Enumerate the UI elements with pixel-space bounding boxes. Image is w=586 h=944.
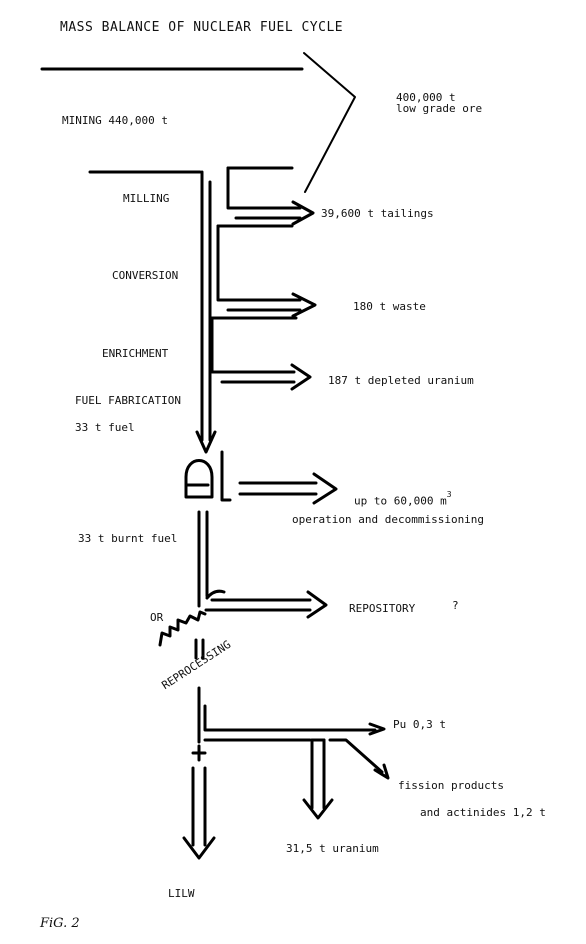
- fuel-fabrication-label: FUEL FABRICATION: [75, 394, 181, 407]
- reactor-waste-amount-text: up to 60,000 m: [354, 494, 447, 508]
- conversion-label: CONVERSION: [112, 269, 179, 282]
- diagram-title: MASS BALANCE OF NUCLEAR FUEL CYCLE: [60, 20, 344, 35]
- repository-question-mark: ?: [452, 599, 459, 612]
- ore-label: low grade ore: [396, 102, 483, 115]
- reprocessing-stub: [194, 638, 205, 660]
- tailings-arrow: [226, 166, 315, 226]
- burnt-fuel-line: [197, 510, 209, 608]
- ore-amount: 400,000 t: [396, 91, 456, 104]
- reactor-waste-exponent: 3: [446, 490, 452, 499]
- uranium-label: 31,5 t uranium: [286, 842, 379, 855]
- tailings-label: 39,600 t tailings: [321, 207, 434, 220]
- lilw-arrow: [182, 744, 216, 860]
- pu-label: Pu 0,3 t: [393, 718, 446, 731]
- reactor-symbol: [184, 450, 232, 502]
- milling-label: MILLING: [123, 192, 170, 205]
- reprocessing-outputs: [197, 686, 386, 744]
- or-label: OR: [150, 611, 164, 624]
- figure-label: FiG. 2: [40, 916, 80, 931]
- uranium-arrow: [302, 738, 334, 820]
- zigzag-break: [158, 610, 207, 647]
- repository-arrow: [204, 589, 328, 619]
- reactor-waste-label: operation and decommissioning: [292, 513, 485, 526]
- depleted-uranium-label: 187 t depleted uranium: [328, 374, 474, 387]
- enrichment-label: ENRICHMENT: [102, 347, 169, 360]
- fuel-amount-label: 33 t fuel: [75, 421, 135, 434]
- mining-line: [40, 52, 356, 193]
- depleted-uranium-arrow: [210, 316, 312, 391]
- reactor-waste-amount: up to 60,000 m3: [354, 491, 452, 508]
- waste-label: 180 t waste: [353, 300, 426, 313]
- reactor-waste-arrow: [238, 472, 338, 505]
- lilw-label: LILW: [168, 887, 195, 900]
- mining-label: MINING 440,000 t: [62, 114, 168, 127]
- main-flow-arrow: [195, 170, 217, 454]
- fission-products-arrow: [310, 738, 390, 780]
- actinides-label: and actinides 1,2 t: [420, 806, 546, 819]
- fission-products-label: fission products: [398, 779, 504, 792]
- repository-label: REPOSITORY: [349, 602, 416, 615]
- waste-arrow: [216, 224, 317, 318]
- burnt-fuel-label: 33 t burnt fuel: [78, 532, 178, 545]
